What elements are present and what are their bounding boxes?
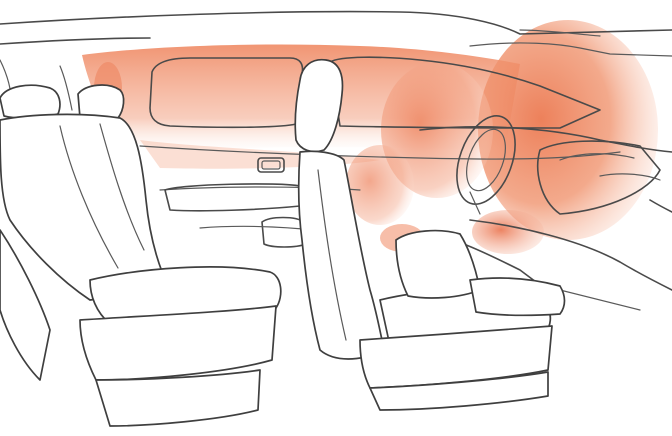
- left-pillar-2: [60, 66, 72, 110]
- rear-door-armrest: [165, 184, 300, 211]
- rear-headrest-left: [0, 85, 60, 118]
- passenger-front-airbag: [478, 20, 658, 240]
- knee-airbag: [472, 210, 544, 254]
- airbags: [82, 20, 658, 254]
- passenger-seat-cushion: [470, 278, 565, 315]
- dashboard-right: [650, 200, 672, 212]
- passenger-seat-back: [396, 231, 480, 298]
- roof-inner-line: [0, 38, 150, 44]
